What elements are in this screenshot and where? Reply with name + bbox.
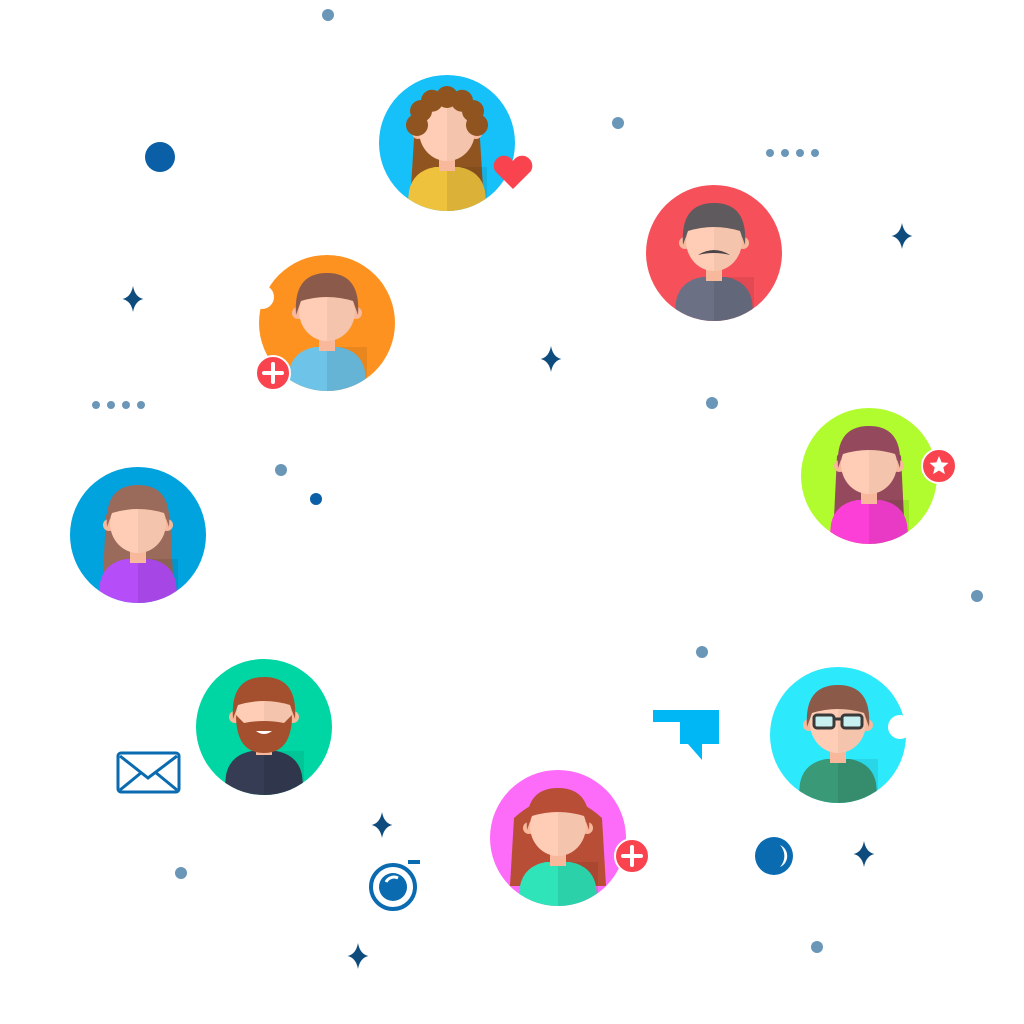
- shirt: [224, 751, 304, 795]
- dot: [811, 941, 823, 953]
- dot: [322, 9, 334, 21]
- camera-icon: [369, 860, 420, 911]
- avatars: [70, 75, 957, 906]
- dot: [612, 117, 624, 129]
- dot: [275, 464, 287, 476]
- face: [419, 101, 475, 161]
- dot: [796, 149, 804, 157]
- hair: [232, 677, 296, 719]
- hair: [106, 485, 170, 527]
- decorations: [92, 9, 983, 969]
- badge-notch: [888, 715, 912, 739]
- dot: [137, 401, 145, 409]
- shirt: [829, 500, 909, 544]
- avatar-man-blue-shirt: [250, 255, 395, 391]
- shirt: [98, 559, 178, 603]
- star-icon[interactable]: [921, 448, 957, 484]
- hair: [682, 203, 746, 245]
- shirt: [518, 862, 598, 906]
- dot: [175, 867, 187, 879]
- sparkle-icon: [371, 812, 393, 838]
- sparkle-icon: [891, 223, 913, 249]
- mustache: [698, 250, 730, 255]
- dot: [971, 590, 983, 602]
- sparkle-icon: [122, 286, 144, 312]
- shirt: [407, 167, 487, 211]
- sparkle-icon: [853, 841, 875, 867]
- dot: [706, 397, 718, 409]
- dot: [811, 149, 819, 157]
- plus-icon[interactable]: [255, 355, 291, 391]
- shirt: [798, 759, 878, 803]
- plus-icon[interactable]: [614, 838, 650, 874]
- dot: [145, 142, 175, 172]
- avatar-man-glasses: [770, 667, 912, 803]
- shirt: [674, 277, 754, 321]
- hair: [466, 114, 488, 136]
- sparkle-icon: [540, 346, 562, 372]
- avatar-man-beard: [196, 659, 332, 795]
- speech-bubble-icon: [653, 710, 719, 760]
- dot: [766, 149, 774, 157]
- shirt: [287, 347, 367, 391]
- hair: [295, 273, 359, 315]
- hair: [806, 685, 870, 727]
- envelope-icon: [116, 751, 181, 794]
- moon-icon: [755, 837, 793, 875]
- avatar-woman-pink-shirt: [801, 408, 957, 544]
- dot: [310, 493, 322, 505]
- sparkle-icon: [347, 943, 369, 969]
- badge-notch: [250, 285, 274, 309]
- glasses: [812, 713, 864, 730]
- avatar-man-mustache: [646, 185, 782, 321]
- heart-icon[interactable]: [493, 155, 533, 189]
- dot: [781, 149, 789, 157]
- dot: [107, 401, 115, 409]
- avatar-woman-curly-hair: [379, 75, 533, 211]
- dot: [122, 401, 130, 409]
- avatar-woman-red-hair: [490, 770, 650, 906]
- dot: [696, 646, 708, 658]
- dot: [92, 401, 100, 409]
- hair: [837, 426, 901, 468]
- hair: [526, 788, 590, 830]
- avatar-woman-purple-top: [70, 467, 206, 603]
